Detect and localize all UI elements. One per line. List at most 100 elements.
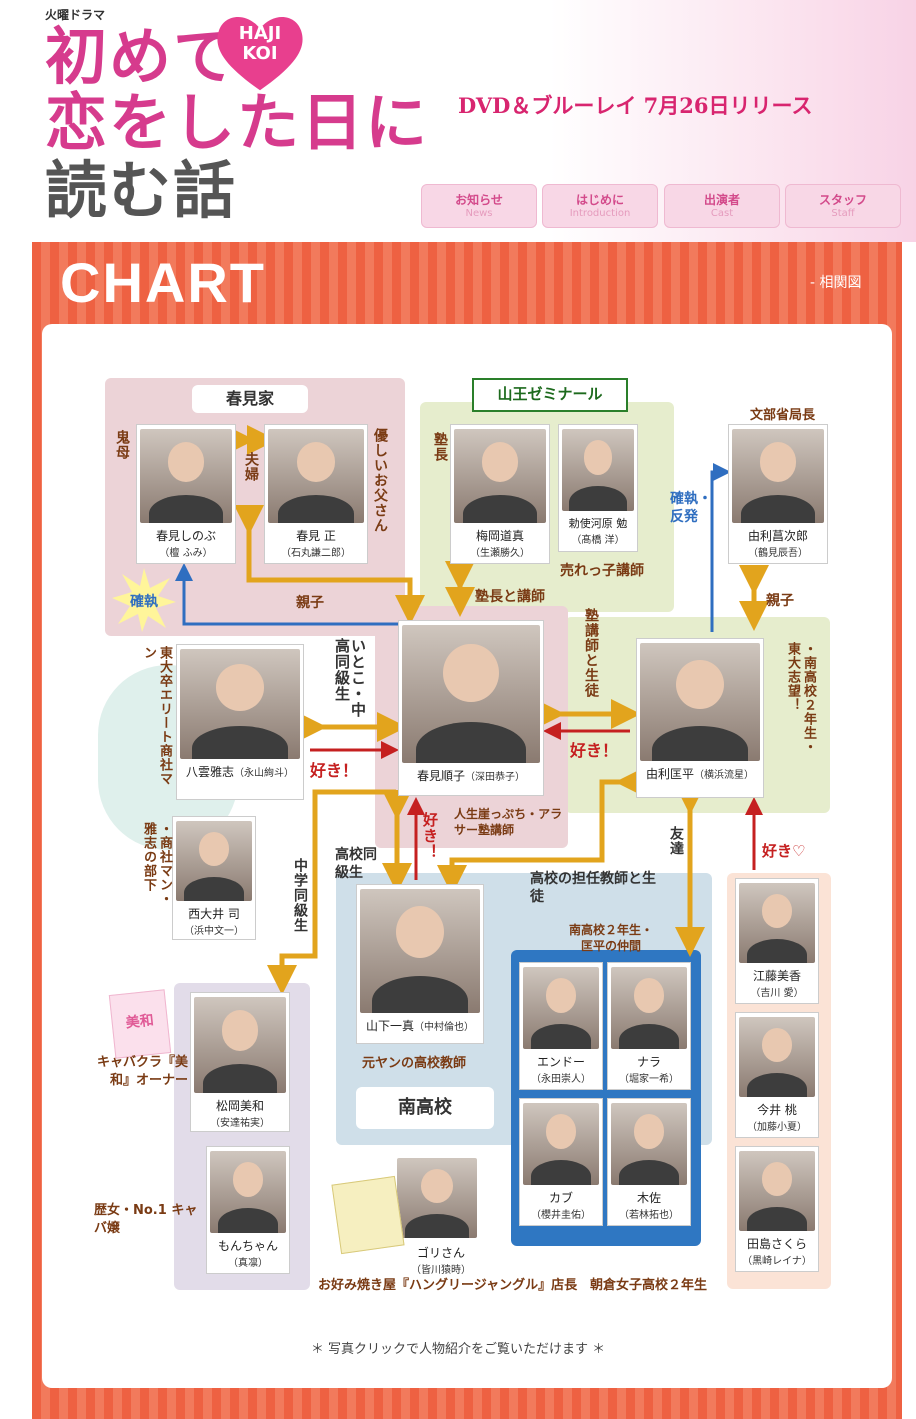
eto-photo: [739, 883, 815, 963]
monchan-photo: [210, 1151, 286, 1233]
shosha-label: ・商社マン・雅志の部下: [141, 822, 172, 906]
person-yakumo[interactable]: 八雲雅志（永山絢斗）: [176, 644, 304, 800]
nav-cast[interactable]: 出演者 Cast: [664, 184, 780, 228]
umeoka-name: 梅岡道真: [475, 529, 524, 543]
nav-introduction[interactable]: はじめに Introduction: [542, 184, 658, 228]
person-junko[interactable]: 春見順子（深田恭子）: [398, 620, 544, 796]
yakumo-name: 八雲雅志: [185, 765, 234, 779]
teshigawara-actor: （髙橋 洋）: [571, 535, 625, 546]
person-nara[interactable]: ナラ （堀家一希）: [607, 962, 691, 1090]
hungry-jungle-card-image: [331, 1175, 405, 1255]
suki-label-3: 好き！: [421, 812, 439, 860]
kokou-dokyusei-label: 高校同級生: [335, 847, 377, 881]
person-tadashi[interactable]: 春見 正 （石丸謙二郎）: [264, 424, 368, 564]
nishioi-actor: （浜中文一）: [184, 926, 244, 937]
endo-actor: （永田崇人）: [531, 1074, 591, 1085]
nav-news-label: お知らせ: [455, 193, 503, 207]
imai-photo: [739, 1017, 815, 1097]
minami-school-tag: 南高校: [356, 1087, 494, 1129]
kakushitsu-hanpatsu-label: 確執・反発: [670, 491, 712, 525]
suki-label-2: 好き！: [570, 741, 619, 760]
nav-news-sublabel: News: [465, 208, 493, 219]
yasashii-label: 優しいお父さん: [372, 428, 388, 533]
person-monchan[interactable]: もんちゃん （真凛）: [206, 1146, 290, 1274]
person-gori[interactable]: [397, 1158, 481, 1238]
tadashi-name: 春見 正: [296, 529, 336, 543]
monchan-name: もんちゃん: [217, 1239, 278, 1253]
kyabakura-label: キャバクラ『美和』オーナー: [96, 1055, 188, 1088]
shinobu-photo: [140, 429, 232, 523]
tadashi-actor: （石丸謙二郎）: [281, 548, 351, 559]
itoko-label: いとこ・中高同級生: [333, 638, 367, 718]
kyohei-actor: （横浜流星）: [694, 770, 754, 781]
nishioi-name: 西大井 司: [188, 907, 240, 921]
person-kyohei[interactable]: 由利匡平（横浜流星）: [636, 638, 764, 798]
oyako-label-1: 親子: [296, 595, 324, 611]
kabu-actor: （櫻井圭佑）: [531, 1210, 591, 1221]
person-imai[interactable]: 今井 桃 （加藤小夏）: [735, 1012, 819, 1138]
title-line-2: 恋をした日に: [45, 86, 430, 159]
person-endo[interactable]: エンドー （永田崇人）: [519, 962, 603, 1090]
person-umeoka[interactable]: 梅岡道真 （生瀬勝久）: [450, 424, 550, 564]
fufu-label: 夫婦: [243, 452, 259, 482]
kabu-name: カブ: [548, 1191, 573, 1205]
gori-photo: [397, 1158, 477, 1238]
nara-actor: （堀家一希）: [619, 1074, 679, 1085]
jukucho-label: 塾長: [432, 432, 448, 462]
nav-cast-sublabel: Cast: [710, 208, 734, 219]
title-line-1: 初めて: [45, 20, 238, 93]
person-nishioi[interactable]: 西大井 司 （浜中文一）: [172, 816, 256, 940]
suki-label-1: 好き！: [310, 761, 359, 780]
eto-actor: （吉川 愛）: [750, 988, 804, 999]
teshigawara-photo: [562, 429, 634, 511]
yamashita-actor: （中村倫也）: [414, 1022, 474, 1033]
nav-staff[interactable]: スタッフ Staff: [785, 184, 901, 228]
oni-haha-label: 鬼母: [114, 430, 130, 460]
person-tajima[interactable]: 田島さくら （黒崎レイナ）: [735, 1146, 819, 1272]
tadashi-photo: [268, 429, 364, 523]
chart-subtitle: - 相関図: [810, 275, 862, 291]
junko-name: 春見順子: [416, 769, 465, 783]
matsuoka-name: 松岡美和: [215, 1099, 264, 1113]
nishioi-photo: [176, 821, 252, 901]
yamashita-name: 山下一真: [365, 1019, 414, 1033]
kisa-name: 木佐: [636, 1191, 661, 1205]
person-yuri-shojiro[interactable]: 由利菖次郎 （鶴見辰吾）: [728, 424, 828, 564]
person-shinobu[interactable]: 春見しのぶ （檀 ふみ）: [136, 424, 236, 564]
umeoka-actor: （生瀬勝久）: [470, 548, 530, 559]
person-kisa[interactable]: 木佐 （若林拓也）: [607, 1098, 691, 1226]
oyako-label-2: 親子: [766, 593, 794, 609]
heart-logo-text: HAJI KOI: [238, 23, 282, 64]
shinobu-actor: （檀 ふみ）: [159, 548, 213, 559]
heart-icon: [217, 16, 303, 91]
starburst-icon: [112, 568, 176, 632]
chart-title: CHART: [60, 251, 266, 314]
yakumo-actor: （永山絢斗）: [234, 768, 294, 779]
person-matsuoka[interactable]: 松岡美和 （安達祐実）: [190, 992, 290, 1132]
imai-name: 今井 桃: [757, 1103, 797, 1117]
teshigawara-name: 勅使河原 勉: [568, 517, 628, 530]
gori-caption: ゴリさん （皆川猿時）: [396, 1240, 486, 1276]
person-teshigawara[interactable]: 勅使河原 勉 （髙橋 洋）: [558, 424, 638, 552]
drama-subtitle: 火曜ドラマ: [45, 8, 106, 22]
tomodachi-label: 友達: [668, 826, 684, 856]
nakama-label: 南高校２年生・匡平の仲間: [568, 923, 653, 953]
person-kabu[interactable]: カブ （櫻井圭佑）: [519, 1098, 603, 1226]
nara-name: ナラ: [636, 1055, 661, 1069]
eto-name: 江藤美香: [752, 969, 801, 983]
kisa-actor: （若林拓也）: [619, 1210, 679, 1221]
nav-news[interactable]: お知らせ News: [421, 184, 537, 228]
urekko-label: 売れっ子講師: [560, 563, 644, 579]
endo-name: エンドー: [536, 1055, 585, 1069]
kisa-photo: [611, 1103, 687, 1185]
nav-staff-label: スタッフ: [818, 193, 867, 207]
jinsei-label: 人生崖っぷち・アラサー塾講師: [454, 807, 563, 837]
shinobu-name: 春見しのぶ: [155, 529, 216, 543]
endo-photo: [523, 967, 599, 1049]
yuri-shojiro-photo: [732, 429, 824, 523]
miwa-card-text: 美和: [125, 1012, 155, 1032]
person-yamashita[interactable]: 山下一真（中村倫也）: [356, 884, 484, 1044]
miwa-card-image: 美和: [108, 989, 172, 1059]
person-eto[interactable]: 江藤美香 （吉川 愛）: [735, 878, 819, 1004]
kabu-photo: [523, 1103, 599, 1185]
